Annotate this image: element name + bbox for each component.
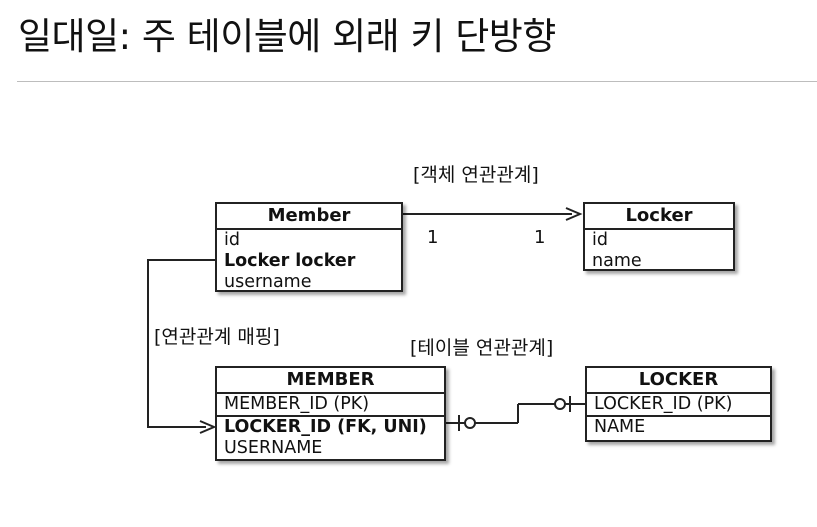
member-object-box: Member id Locker locker username xyxy=(215,202,403,292)
locker-table-name: NAME xyxy=(594,417,646,437)
member-table-fk: LOCKER_ID (FK, UNI) xyxy=(224,417,427,437)
zero-or-one-icon xyxy=(554,396,571,412)
table-relation-label: [테이블 연관관계] xyxy=(410,337,554,359)
mapping-line xyxy=(147,259,216,428)
locker-object-box: Locker id name xyxy=(583,202,735,271)
member-field-id: id xyxy=(224,230,240,250)
member-table-title: MEMBER xyxy=(217,368,444,394)
member-field-username: username xyxy=(224,272,312,292)
member-table-username: USERNAME xyxy=(224,438,323,458)
locker-field-name: name xyxy=(592,251,642,271)
multiplicity-left: 1 xyxy=(427,227,439,248)
relation-mapping-label: [연관관계 매핑] xyxy=(154,326,280,348)
multiplicity-right: 1 xyxy=(534,227,546,248)
locker-field-id: id xyxy=(592,230,608,250)
locker-table-pk: LOCKER_ID (PK) xyxy=(587,394,770,417)
member-field-locker: Locker locker xyxy=(224,251,356,271)
member-object-title: Member xyxy=(217,204,401,230)
zero-or-one-icon xyxy=(458,415,476,431)
arrowhead-icon xyxy=(565,207,583,221)
object-relation-label: [객체 연관관계] xyxy=(413,164,539,186)
mapping-arrowhead-icon xyxy=(199,420,217,434)
locker-table-title: LOCKER xyxy=(587,368,770,394)
locker-table-box: LOCKER LOCKER_ID (PK) NAME xyxy=(585,366,772,442)
locker-object-title: Locker xyxy=(585,204,733,230)
member-table-box: MEMBER MEMBER_ID (PK) LOCKER_ID (FK, UNI… xyxy=(215,366,446,461)
page-title: 일대일: 주 테이블에 외래 키 단방향 xyxy=(18,15,556,58)
member-table-pk: MEMBER_ID (PK) xyxy=(217,394,444,417)
title-divider xyxy=(17,81,817,82)
